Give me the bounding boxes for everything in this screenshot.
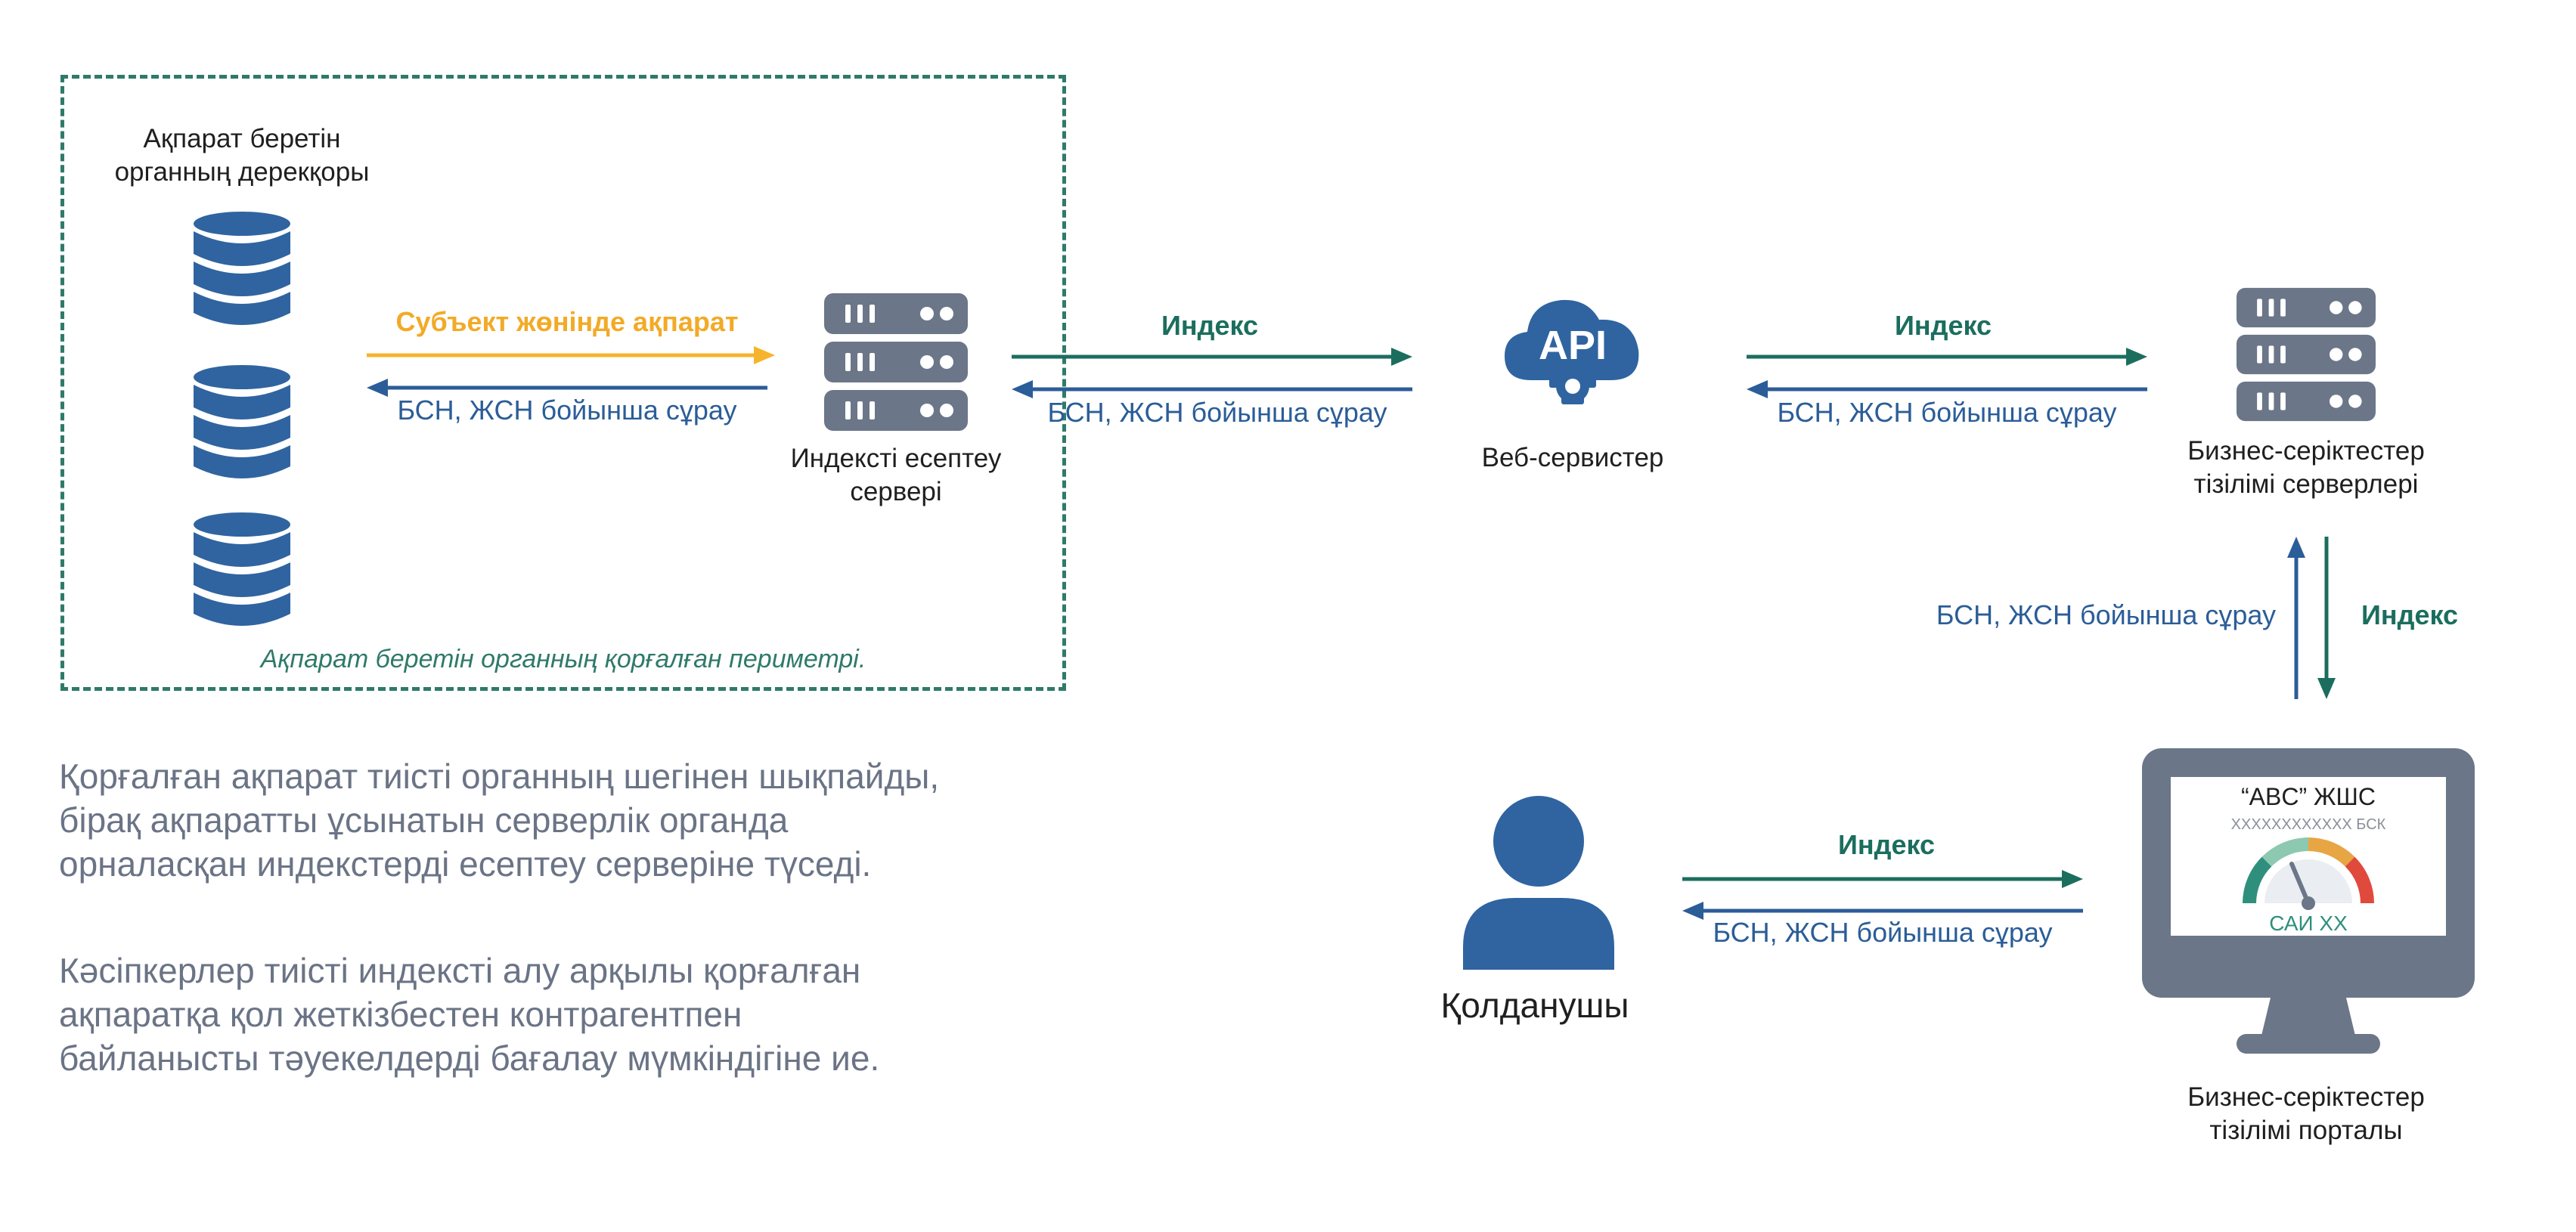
subject-info-label: Субъект жөнінде ақпарат xyxy=(363,306,771,338)
index-label-1: Индекс xyxy=(1013,310,1406,342)
paragraph-1-line-3: орналасқан индекстерді есептеу серверіне… xyxy=(59,844,872,884)
perimeter-caption-text: Ақпарат беретін органның қорғалған перим… xyxy=(260,645,866,673)
db-request-text: БСН, ЖСН бойынша сұрау xyxy=(397,395,737,426)
vertical-request-text: БСН, ЖСН бойынша сұрау xyxy=(1936,599,2276,630)
portal-text: Бизнес-серіктестер тізілімі порталы xyxy=(2187,1082,2425,1145)
monitor-sai-text: САИ XX xyxy=(2269,912,2348,935)
registry-servers-label: Бизнес-серіктестер тізілімі серверлері xyxy=(2155,435,2457,501)
database-title: Ақпарат беретін органның дерекқоры xyxy=(98,122,386,189)
monitor-company-text: “ABC” ЖШС xyxy=(2241,783,2376,810)
request-label-1: БСН, ЖСН бойынша сұрау xyxy=(1013,397,1421,429)
index-server-text: Индексті есептеу сервері xyxy=(790,444,1002,506)
paragraph-1-line-1: Қорғалған ақпарат тиісті органның шегіне… xyxy=(59,757,940,796)
protected-perimeter xyxy=(60,75,1066,691)
monitor-bsk: XXXXXXXXXXXX БСК xyxy=(2171,816,2446,834)
user-label: Қолданушы xyxy=(1421,985,1648,1026)
api-text: API xyxy=(1539,323,1607,368)
registry-server-icon xyxy=(2237,287,2376,422)
paragraph-2-line-1: Кәсіпкерлер тиісті индексті алу арқылы қ… xyxy=(59,951,861,990)
paragraph-1-line-2: бірақ ақпаратты ұсынатын серверлік орган… xyxy=(59,800,789,840)
request-arrow-1 xyxy=(1012,380,1412,398)
paragraph-2-line-3: байланысты тәуекелдерді бағалау мүмкінді… xyxy=(59,1039,880,1078)
monitor-bsk-text: XXXXXXXXXXXX БСК xyxy=(2230,816,2386,833)
api-cloud-icon: API xyxy=(1505,299,1639,404)
description-paragraph-2: Кәсіпкерлер тиісті индексті алу арқылы қ… xyxy=(59,949,1193,1080)
request-label-2: БСН, ЖСН бойынша сұрау xyxy=(1743,397,2151,429)
monitor-icon xyxy=(2142,748,2475,1054)
vertical-request-label: БСН, ЖСН бойынша сұрау xyxy=(1868,599,2276,631)
db-request-label: БСН, ЖСН бойынша сұрау xyxy=(363,395,771,426)
index-arrow-2 xyxy=(1747,348,2147,366)
web-services-label: Веб-сервистер xyxy=(1437,441,1709,475)
subject-info-text: Субъект жөнінде ақпарат xyxy=(395,306,739,337)
portal-label: Бизнес-серіктестер тізілімі порталы xyxy=(2155,1081,2457,1147)
index-label-2-text: Индекс xyxy=(1894,310,1992,341)
subject-info-arrow xyxy=(367,346,775,364)
perimeter-caption: Ақпарат беретін органның қорғалған перим… xyxy=(136,645,990,674)
request-label-2-text: БСН, ЖСН бойынша сұрау xyxy=(1777,397,2117,428)
index-label-3-text: Индекс xyxy=(1837,829,1936,860)
request-arrow-3 xyxy=(1682,902,2083,920)
user-text: Қолданушы xyxy=(1440,986,1629,1025)
registry-servers-text: Бизнес-серіктестер тізілімі серверлері xyxy=(2187,436,2425,499)
vertical-index-label: Индекс xyxy=(2361,599,2512,631)
database-icon xyxy=(194,212,290,325)
database-title-text: Ақпарат беретін органның дерекқоры xyxy=(114,124,370,187)
index-label-3: Индекс xyxy=(1682,829,2091,861)
database-icon xyxy=(194,512,290,626)
db-request-arrow xyxy=(367,379,767,397)
request-label-3: БСН, ЖСН бойынша сұрау xyxy=(1679,917,2087,949)
index-label-2: Индекс xyxy=(1747,310,2140,342)
request-label-3-text: БСН, ЖСН бойынша сұрау xyxy=(1713,917,2053,948)
index-server-label: Индексті есептеу сервері xyxy=(771,442,1021,509)
index-arrow-3 xyxy=(1682,870,2083,888)
request-arrow-2 xyxy=(1747,380,2147,398)
monitor-company: “ABC” ЖШС xyxy=(2171,783,2446,811)
index-label-1-text: Индекс xyxy=(1161,310,1259,341)
request-label-1-text: БСН, ЖСН бойынша сұрау xyxy=(1047,397,1387,428)
monitor-sai: САИ XX xyxy=(2171,912,2446,936)
index-arrow-1 xyxy=(1012,348,1412,366)
server-icon xyxy=(824,293,968,431)
index-down-arrow xyxy=(2317,537,2336,699)
description-paragraph-1: Қорғалған ақпарат тиісті органның шегіне… xyxy=(59,754,1193,886)
database-icon xyxy=(194,365,290,478)
vertical-index-text: Индекс xyxy=(2361,599,2459,630)
paragraph-2-line-2: ақпаратқа қол жеткізбестен контрагентпен xyxy=(59,995,742,1034)
request-up-arrow xyxy=(2287,537,2305,699)
web-services-text: Веб-сервистер xyxy=(1481,443,1664,472)
user-icon xyxy=(1463,796,1614,970)
